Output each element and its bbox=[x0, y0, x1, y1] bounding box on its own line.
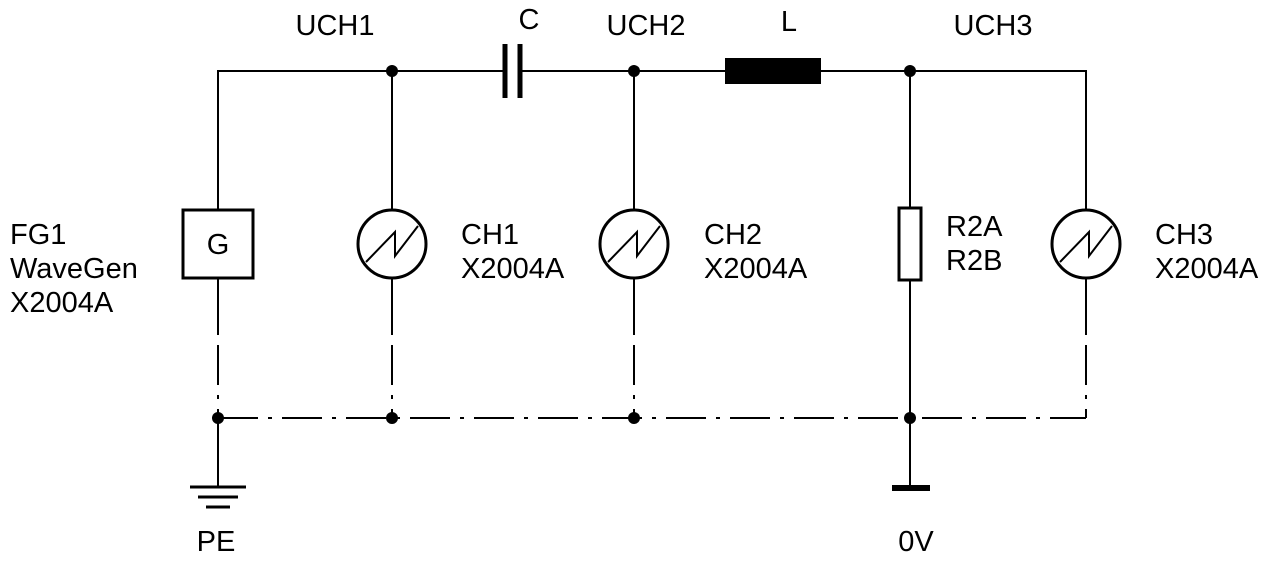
generator-label-1: FG1 bbox=[10, 219, 66, 251]
resistor-symbol bbox=[897, 206, 923, 282]
ch1-label-name: CH1 bbox=[461, 219, 519, 251]
resistor-label-a: R2A bbox=[946, 211, 1003, 243]
wire-inductor-to-ch3 bbox=[821, 70, 1087, 210]
ch3-circle bbox=[1050, 208, 1122, 280]
ch2-circle bbox=[598, 208, 670, 280]
generator-label-2: WaveGen bbox=[10, 253, 138, 285]
ch3-symbol bbox=[1050, 208, 1122, 280]
node-label-uch3: UCH3 bbox=[954, 10, 1033, 42]
branch-wires-upper bbox=[391, 71, 911, 210]
ch1-circle bbox=[356, 208, 428, 280]
generator-label-3: X2004A bbox=[10, 287, 114, 319]
pe-ground-icon bbox=[190, 418, 246, 509]
inductor-label: L bbox=[781, 6, 797, 38]
pe-label: PE bbox=[197, 526, 236, 558]
junction-uch2 bbox=[628, 65, 640, 77]
generator-symbol: G bbox=[181, 208, 255, 280]
earth-connections bbox=[217, 345, 1087, 419]
ch1-sawtooth-icon bbox=[365, 225, 419, 263]
junction-uch1 bbox=[386, 65, 398, 77]
generator-box bbox=[181, 208, 255, 280]
capacitor-symbol bbox=[502, 44, 523, 98]
resistor-label-b: R2B bbox=[946, 245, 1002, 277]
ch1-label-model: X2004A bbox=[461, 253, 565, 285]
zero-volt-ground-icon bbox=[892, 418, 930, 491]
ch2-label-model: X2004A bbox=[704, 253, 808, 285]
node-label-uch1: UCH1 bbox=[296, 10, 375, 42]
junction-uch3 bbox=[904, 65, 916, 77]
ch1-symbol bbox=[356, 208, 428, 280]
ch2-sawtooth-icon bbox=[607, 225, 661, 263]
zero-volt-label: 0V bbox=[898, 526, 934, 558]
branch-wires-lower bbox=[217, 278, 1087, 418]
generator-letter: G bbox=[207, 229, 230, 261]
ch2-symbol bbox=[598, 208, 670, 280]
capacitor-label: C bbox=[519, 4, 540, 36]
ch3-label-model: X2004A bbox=[1155, 253, 1259, 285]
junction-pe-ch2 bbox=[628, 412, 640, 424]
wire-generator-to-cap bbox=[217, 70, 505, 210]
junction-pe-ch1 bbox=[386, 412, 398, 424]
inductor-symbol bbox=[725, 58, 821, 84]
ch3-sawtooth-icon bbox=[1059, 225, 1113, 263]
junctions bbox=[212, 65, 916, 424]
top-rail bbox=[217, 70, 1087, 210]
ch3-label-name: CH3 bbox=[1155, 219, 1213, 251]
ch2-label-name: CH2 bbox=[704, 219, 762, 251]
node-label-uch2: UCH2 bbox=[607, 10, 686, 42]
